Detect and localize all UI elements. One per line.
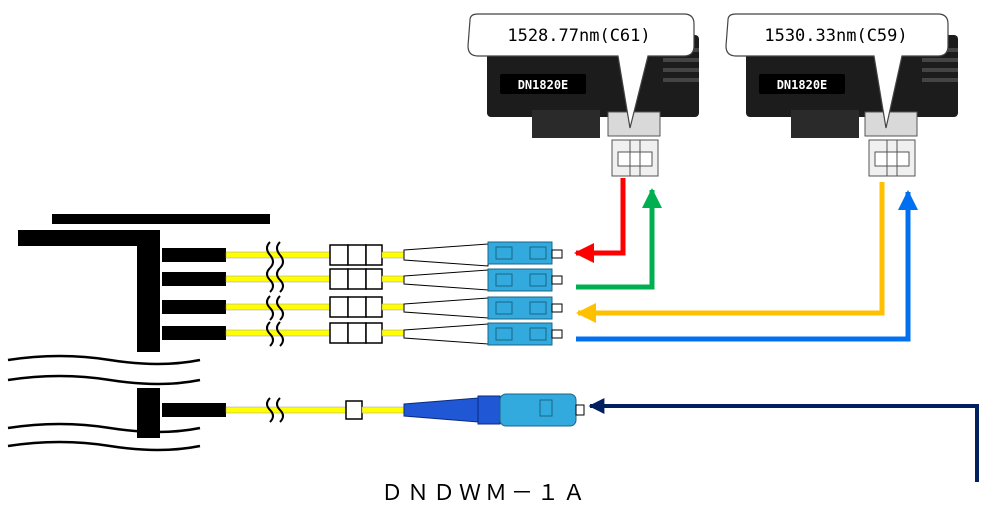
module-port-upper — [607, 111, 661, 137]
module-port-upper — [864, 111, 918, 137]
fiber-break-mark — [266, 321, 284, 347]
fiber-break-mark — [266, 397, 284, 423]
transceiver-module-1: DN1820E 1528.77nm(C61) — [467, 13, 699, 177]
fiber-row-2 — [225, 267, 563, 293]
model-badge — [759, 74, 845, 94]
fiber-row-4 — [225, 321, 563, 347]
fiber-boot — [329, 296, 349, 318]
module-base — [791, 110, 859, 138]
fiber-boot — [329, 268, 349, 290]
ferrule — [551, 275, 563, 285]
connector-boot — [403, 297, 489, 319]
ferrule — [551, 303, 563, 313]
wavelength-callout — [725, 13, 949, 129]
model-label: DN1820E — [777, 78, 828, 92]
ferrule — [551, 329, 563, 339]
panel-port — [162, 248, 226, 262]
arrow-common-navy — [588, 398, 979, 482]
break-line — [7, 440, 201, 452]
fiber-boot — [329, 244, 349, 266]
arrow-tx-red — [574, 178, 626, 263]
lc-connector — [487, 268, 553, 292]
connector-boot — [403, 243, 489, 267]
model-label: DN1820E — [518, 78, 569, 92]
panel-port — [162, 300, 226, 314]
signal-arrows — [574, 178, 979, 482]
panel-post — [137, 230, 160, 352]
model-badge — [500, 74, 586, 94]
break-line — [7, 422, 201, 434]
fiber-break-mark — [266, 267, 284, 293]
panel-post-lower — [137, 388, 160, 438]
connector-boot — [403, 269, 489, 291]
wavelength-callout — [467, 13, 695, 129]
arrow-rx-blue — [576, 190, 918, 342]
lc-connector — [487, 322, 553, 346]
wavelength-label: 1528.77nm(C61) — [507, 26, 650, 46]
break-line — [7, 374, 201, 386]
panel-port — [162, 326, 226, 340]
fiber-cords — [225, 241, 585, 427]
ferrule — [575, 404, 585, 416]
connector-boot — [403, 323, 489, 345]
module-base — [532, 110, 600, 138]
sc-boot — [403, 397, 479, 423]
ferrule — [551, 249, 563, 259]
patch-panel — [7, 214, 270, 452]
arrow-tx-orange — [576, 182, 885, 323]
lc-connector — [487, 241, 553, 265]
transceiver-module-2: DN1820E 1530.33nm(C59) — [725, 13, 958, 177]
fiber-row-3 — [225, 295, 563, 321]
device-label: ＤＮＤＷＭ－１Ａ — [381, 481, 589, 506]
arrow-rx-green — [576, 188, 662, 290]
lc-connector — [487, 296, 553, 320]
fiber-break-mark — [266, 295, 284, 321]
panel-port — [162, 272, 226, 286]
break-line — [7, 354, 201, 366]
panel-top-bar — [52, 214, 270, 224]
fiber-row-1 — [225, 241, 563, 269]
fiber-row-common — [225, 393, 585, 427]
fiber-boot — [345, 400, 363, 420]
panel-shelf — [18, 230, 158, 246]
fiber-break-mark — [266, 241, 284, 269]
wavelength-label: 1530.33nm(C59) — [764, 26, 907, 46]
sc-connector — [499, 393, 577, 427]
panel-port — [162, 403, 226, 417]
fiber-boot — [329, 322, 349, 344]
